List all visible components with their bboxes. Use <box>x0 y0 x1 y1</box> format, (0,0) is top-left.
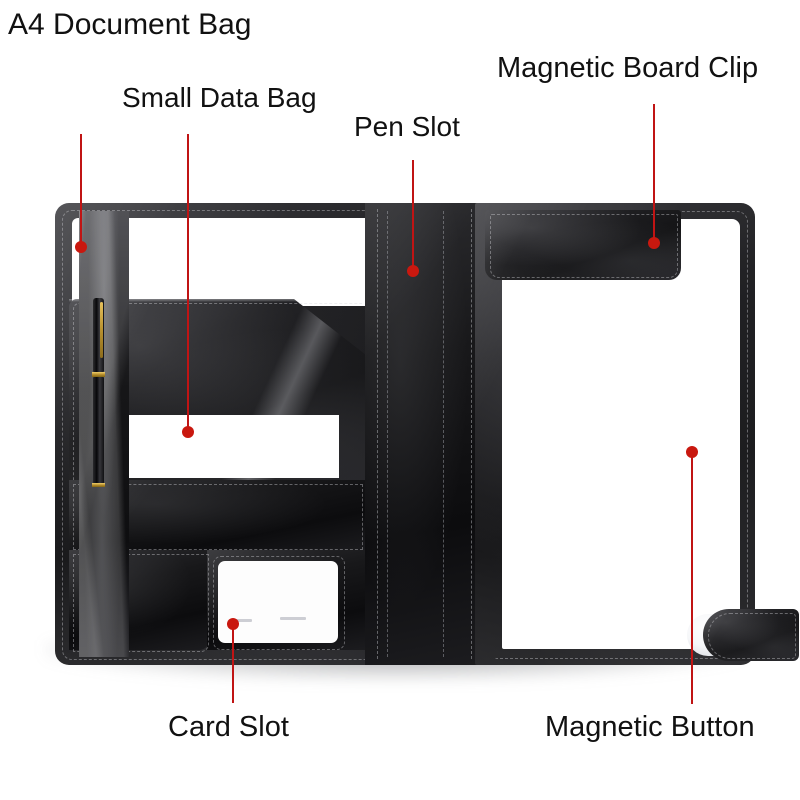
portfolio-product <box>55 203 799 665</box>
leader-dot-a4-document-bag <box>75 241 87 253</box>
callout-label-magnetic-button: Magnetic Button <box>545 711 755 743</box>
callout-label-pen-slot: Pen Slot <box>354 111 460 142</box>
leader-line-card-slot <box>232 625 234 703</box>
leader-line-a4-document-bag <box>80 134 82 246</box>
pen-slot-channel <box>79 211 129 657</box>
pen-center-ring <box>92 372 105 377</box>
leader-dot-pen-slot <box>407 265 419 277</box>
right-notepad <box>502 219 740 649</box>
magnetic-button-tab <box>703 609 799 661</box>
card-print-mark-right <box>280 617 306 620</box>
leader-line-magnetic-board-clip <box>653 104 655 242</box>
callout-label-a4-document-bag: A4 Document Bag <box>8 8 252 41</box>
callout-label-card-slot: Card Slot <box>168 711 289 743</box>
callout-label-magnetic-board-clip: Magnetic Board Clip <box>497 52 759 84</box>
spine-panel <box>365 203 483 665</box>
leader-dot-card-slot <box>227 618 239 630</box>
pen <box>91 298 106 496</box>
pen-lower-ring <box>92 483 105 487</box>
leader-line-magnetic-button <box>691 452 693 704</box>
leader-line-pen-slot <box>412 160 414 270</box>
leader-dot-small-data-bag <box>182 426 194 438</box>
pen-cap <box>93 298 104 372</box>
card-slot-card <box>218 561 338 643</box>
pen-barrel <box>93 377 104 485</box>
pen-clip <box>100 302 103 358</box>
leader-dot-magnetic-button <box>686 446 698 458</box>
callout-label-small-data-bag: Small Data Bag <box>122 82 317 113</box>
card-print-mark-left <box>232 619 252 622</box>
leader-line-small-data-bag <box>187 134 189 431</box>
leader-dot-magnetic-board-clip <box>648 237 660 249</box>
